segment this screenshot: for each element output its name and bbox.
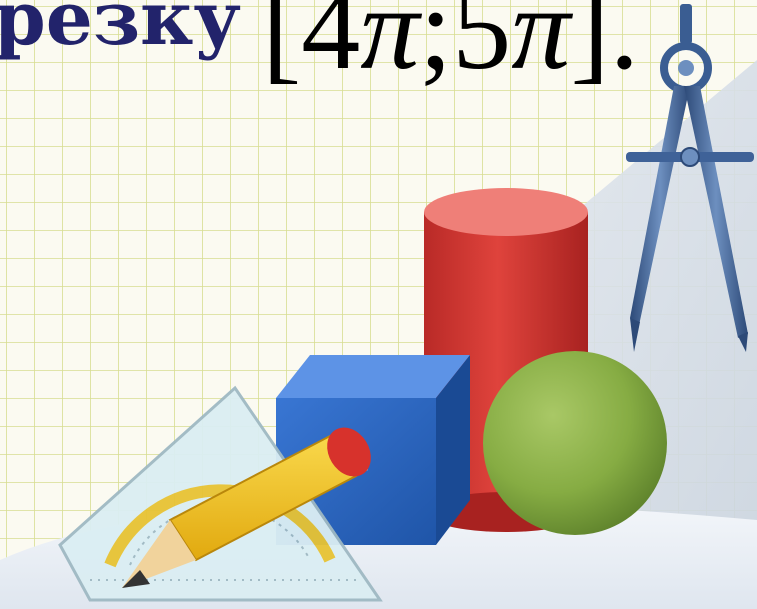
formula-upper-pi: π — [511, 0, 571, 94]
title-fragment: резку — [0, 0, 241, 62]
formula-lower-coefficient: 4 — [301, 0, 361, 94]
formula-terminator: . — [609, 0, 640, 94]
formula-lower-pi: π — [360, 0, 420, 94]
formula-separator: ; — [419, 0, 453, 94]
formula-upper-coefficient: 5 — [452, 0, 512, 94]
formula-open-bracket: [ — [262, 0, 302, 94]
sphere-icon — [483, 351, 667, 535]
formula-close-bracket: ] — [570, 0, 610, 94]
interval-formula: [4π;5π]. — [262, 0, 639, 88]
pencil-icon — [122, 427, 371, 588]
compass-icon — [626, 4, 754, 352]
